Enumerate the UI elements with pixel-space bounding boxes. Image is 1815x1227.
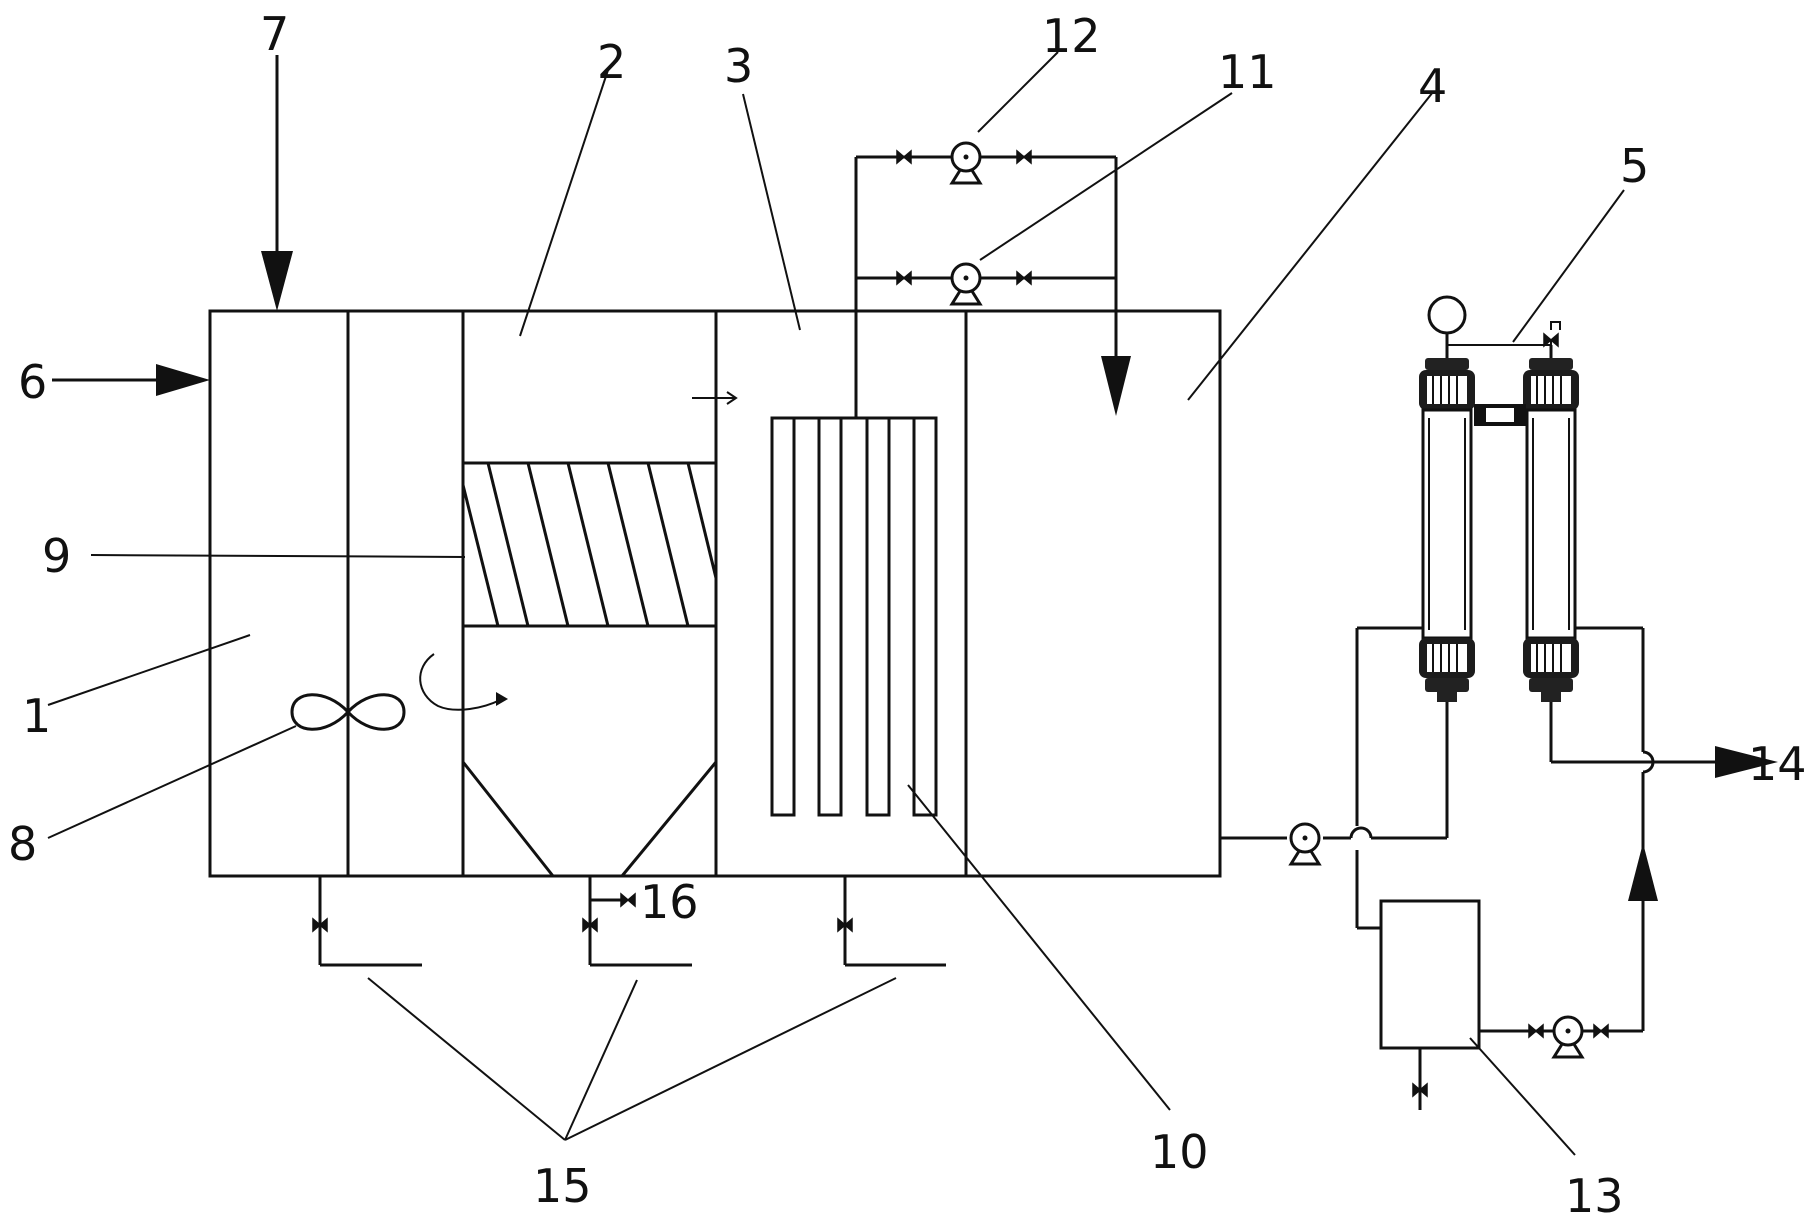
label-14: 14 [1748, 737, 1807, 791]
curved-flow-arrow-icon [419, 653, 508, 711]
label-13: 13 [1565, 1169, 1624, 1223]
pump-bypass-piping [854, 155, 1131, 416]
label-11: 11 [1218, 45, 1277, 99]
inlet-arrow-6 [52, 364, 210, 396]
stirrer-impeller-icon [290, 311, 406, 731]
main-tank [208, 309, 1222, 878]
inlet-arrow-7 [261, 55, 293, 311]
label-1: 1 [22, 689, 51, 743]
outlet-piping [1220, 702, 1449, 840]
label-10: 10 [1150, 1125, 1209, 1179]
cleaning-tank [1379, 899, 1481, 1050]
permeate-and-cleaning-piping [1355, 626, 1778, 1110]
settler-hopper [461, 761, 718, 877]
label-7: 7 [260, 7, 289, 61]
label-8: 8 [8, 817, 37, 871]
pump-12-icon[interactable] [950, 141, 982, 185]
membrane-bundle [770, 278, 938, 817]
membrane-module-icon [1417, 356, 1477, 704]
label-12: 12 [1042, 9, 1101, 63]
membrane-module-icon [1521, 356, 1581, 704]
cleaning-pump-icon[interactable] [1552, 1015, 1584, 1059]
gauge-piping [1427, 295, 1561, 358]
valve-icon[interactable] [1016, 150, 1032, 164]
label-6: 6 [18, 355, 47, 409]
label-5: 5 [1620, 139, 1649, 193]
valve-icon[interactable] [1593, 1024, 1609, 1038]
valve-16-icon[interactable] [620, 893, 636, 907]
sludge-discharge-piping [318, 876, 946, 967]
label-9: 9 [42, 529, 71, 583]
valve-icon[interactable] [896, 150, 912, 164]
label-4: 4 [1418, 59, 1447, 113]
label-16: 16 [640, 875, 699, 929]
inclined-tube-settler [461, 461, 718, 628]
valve-icon[interactable] [1016, 271, 1032, 285]
valve-icon[interactable] [896, 271, 912, 285]
valve-icon[interactable] [1528, 1024, 1544, 1038]
pump-11-icon[interactable] [950, 262, 982, 306]
leader-lines [47, 51, 1625, 1156]
overflow-arrow-icon [692, 391, 738, 405]
label-2: 2 [597, 35, 626, 89]
label-15: 15 [533, 1159, 592, 1213]
feed-pump-icon[interactable] [1289, 822, 1321, 866]
module-connector [1474, 404, 1526, 426]
label-3: 3 [724, 39, 753, 93]
